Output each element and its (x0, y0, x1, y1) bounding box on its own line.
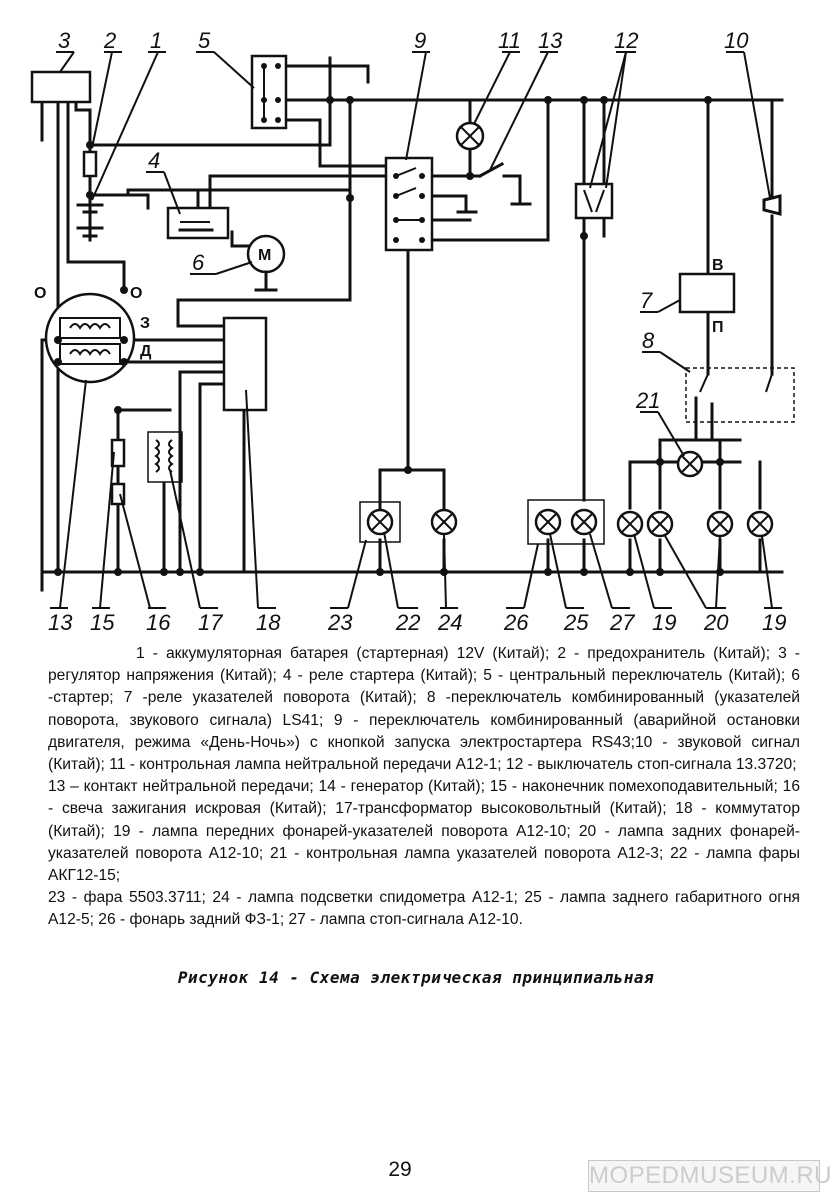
label-18: 18 (256, 610, 281, 635)
combination-switch-rs43 (384, 156, 434, 252)
label-5: 5 (198, 28, 211, 53)
label-21: 21 (635, 388, 660, 413)
label-14: 13 (48, 610, 73, 635)
label-27: 27 (609, 610, 635, 635)
turn-signal-relay (678, 272, 736, 314)
label-11: 11 (498, 28, 521, 53)
label-8: 8 (642, 328, 655, 353)
legend-paragraph: 13 – контакт нейтральной передачи; 14 - … (48, 778, 800, 885)
relay-terminal-v: В (712, 257, 724, 274)
turn-lamp-rear-left (646, 510, 674, 538)
wires (40, 56, 784, 592)
stop-switch (574, 182, 614, 220)
leader-lines (50, 51, 782, 609)
voltage-regulator (30, 70, 92, 104)
turn-lamp-rear-right (706, 510, 734, 538)
label-20: 20 (703, 610, 729, 635)
headlight-housing (359, 501, 401, 543)
label-9: 9 (414, 28, 426, 53)
stop-lamp (570, 508, 598, 536)
gen-terminal-z: З (140, 315, 150, 332)
label-13: 13 (538, 28, 563, 53)
junction-dots (54, 96, 724, 576)
label-16: 16 (146, 610, 171, 635)
relay-terminal-p: П (712, 319, 724, 336)
label-1: 1 (150, 28, 162, 53)
watermark: MOPEDMUSEUM.RU (588, 1160, 832, 1192)
parking-lamp (534, 508, 562, 536)
label-26: 26 (503, 610, 529, 635)
label-12: 12 (614, 28, 638, 53)
label-7: 7 (640, 288, 653, 313)
label-22: 22 (395, 610, 420, 635)
page-number: 29 (388, 1158, 412, 1181)
wiring-diagram: М В П (30, 28, 795, 635)
label-25: 25 (563, 610, 589, 635)
label-2: 2 (103, 28, 116, 53)
gen-terminal-o-right: О (130, 285, 142, 302)
label-10: 10 (724, 28, 749, 53)
component-legend: 1 - аккумуляторная батарея (стартерная) … (48, 643, 800, 932)
figure-caption: Рисунок 14 - Схема электрическая принцип… (177, 968, 655, 987)
gen-terminal-o-left: О (34, 285, 46, 302)
turn-lamp-front-right (746, 510, 774, 538)
rear-light-housing (527, 499, 605, 545)
label-17: 17 (198, 610, 223, 635)
legend-paragraph: 1 - аккумуляторная батарея (стартерная) … (48, 645, 800, 774)
ignition-coil (147, 431, 183, 483)
speedometer-lamp (430, 508, 458, 536)
label-19-left: 19 (652, 610, 676, 635)
turn-lamp-front-left (616, 510, 644, 538)
ignition-commutator (222, 316, 268, 412)
central-switch (250, 54, 288, 130)
gen-terminal-d: Д (140, 343, 152, 360)
headlight-lamp (366, 508, 394, 536)
label-3: 3 (58, 28, 71, 53)
label-6: 6 (192, 250, 205, 275)
label-4: 4 (148, 148, 160, 173)
combination-switch-ls41 (685, 367, 795, 423)
label-23: 23 (327, 610, 353, 635)
component-numbers: 3 2 1 5 9 11 13 12 10 4 6 7 8 21 13 15 1… (48, 28, 786, 635)
fuse (82, 150, 98, 178)
motor-label: М (258, 247, 271, 264)
label-15: 15 (90, 610, 115, 635)
label-19-right: 19 (762, 610, 786, 635)
generator (44, 292, 136, 384)
label-24: 24 (437, 610, 462, 635)
neutral-indicator-lamp (455, 121, 485, 151)
turn-indicator-lamp (676, 450, 704, 478)
suppressor-cap (110, 438, 126, 468)
horn (762, 194, 782, 216)
battery (76, 203, 104, 238)
legend-paragraph: 23 - фара 5503.3711; 24 - лампа подсветк… (48, 889, 800, 929)
components: М В П (30, 54, 795, 545)
